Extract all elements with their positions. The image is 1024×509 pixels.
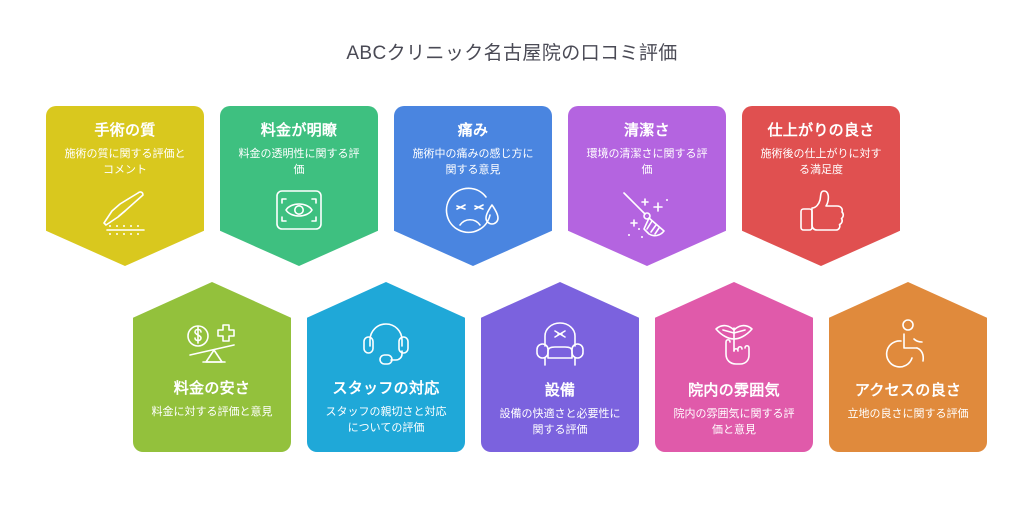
card-description: 施術の質に関する評価とコメント (64, 148, 186, 176)
card-atmosphere[interactable]: 院内の雰囲気 院内の雰囲気に関する評価と意見 (655, 282, 813, 452)
card-title: 院内の雰囲気 (688, 382, 780, 399)
card-description: 院内の雰囲気に関する評価と意見 (673, 408, 795, 436)
card-description: 料金の透明性に関する評価 (238, 148, 360, 176)
crying-face-icon (442, 187, 504, 239)
card-title: 手術の質 (94, 122, 156, 139)
armchair-icon (531, 318, 589, 370)
card-title: 設備 (544, 382, 576, 399)
card-price-transparency[interactable]: 料金が明瞭 料金の透明性に関する評価 (220, 106, 378, 266)
card-title: 料金の安さ (173, 380, 251, 397)
card-title: 仕上がりの良さ (767, 122, 875, 139)
card-surgery-quality[interactable]: 手術の質 施術の質に関する評価とコメント (46, 106, 204, 266)
broom-sparkle-icon (616, 187, 678, 241)
card-description: 環境の清潔さに関する評価 (586, 148, 708, 176)
card-access[interactable]: アクセスの良さ 立地の良さに関する評価 (829, 282, 987, 452)
eye-scan-icon (272, 187, 326, 233)
card-description: 立地の良さに関する評価 (847, 408, 969, 420)
card-price-affordability[interactable]: 料金の安さ 料金に対する評価と意見 (133, 282, 291, 452)
card-pain[interactable]: 痛み 施術中の痛みの感じ方に関する意見 (394, 106, 552, 266)
page-title: ABCクリニック名古屋院の口コミ評価 (346, 43, 678, 64)
card-staff-service[interactable]: スタッフの対応 スタッフの親切さと対応についての評価 (307, 282, 465, 452)
card-description: 施術中の痛みの感じ方に関する意見 (412, 148, 534, 176)
card-title: 清潔さ (624, 122, 670, 139)
price-balance-icon (181, 318, 243, 368)
scalpel-icon (94, 187, 156, 239)
card-facilities[interactable]: 設備 設備の快適さと必要性に関する評価 (481, 282, 639, 452)
card-result-quality[interactable]: 仕上がりの良さ 施術後の仕上がりに対する満足度 (742, 106, 900, 266)
card-title: 痛み (457, 122, 489, 139)
card-cleanliness[interactable]: 清潔さ 環境の清潔さに関する評価 (568, 106, 726, 266)
card-description: 施術後の仕上がりに対する満足度 (760, 148, 882, 176)
shush-hand-icon (706, 318, 762, 370)
wheelchair-icon (882, 318, 934, 370)
card-title: 料金が明瞭 (260, 122, 338, 139)
card-title: アクセスの良さ (854, 382, 962, 399)
card-description: 料金に対する評価と意見 (151, 406, 273, 418)
card-description: スタッフの親切さと対応についての評価 (325, 406, 447, 434)
thumbs-up-icon (792, 187, 850, 237)
headset-icon (359, 318, 413, 368)
card-description: 設備の快適さと必要性に関する評価 (499, 408, 621, 436)
card-title: スタッフの対応 (332, 380, 440, 397)
